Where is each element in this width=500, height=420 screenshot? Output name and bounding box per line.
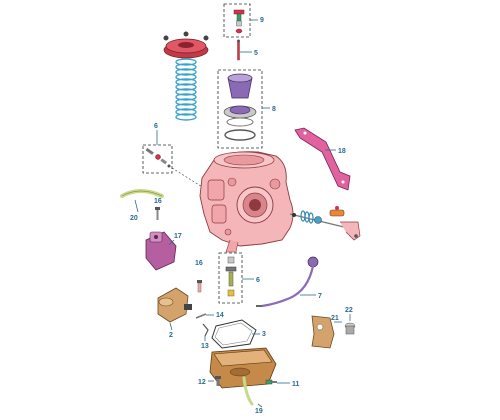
part-14-screw bbox=[195, 313, 207, 319]
leader-2 bbox=[169, 322, 173, 331]
callout-11: 11 bbox=[292, 381, 300, 388]
part-11-fitting bbox=[265, 379, 277, 385]
top-cap bbox=[163, 31, 209, 59]
part-9-box bbox=[223, 3, 251, 38]
part-8-box bbox=[217, 69, 263, 149]
callout-2: 2 bbox=[169, 332, 173, 339]
callout-9: 9 bbox=[260, 17, 264, 24]
part-13-clip bbox=[202, 323, 209, 337]
part-6a-leader-dash bbox=[171, 167, 205, 189]
callout-5a: 5 bbox=[254, 50, 258, 57]
callout-18: 18 bbox=[338, 148, 346, 155]
part-16a-screw bbox=[155, 207, 160, 220]
part-2-valve bbox=[157, 287, 192, 323]
part-5a-needle bbox=[237, 39, 240, 61]
part-20-tube-outline bbox=[121, 190, 163, 197]
float-bowl bbox=[209, 347, 277, 389]
callout-12: 12 bbox=[198, 379, 206, 386]
part-16b-bolt bbox=[197, 280, 202, 293]
callout-20: 20 bbox=[130, 215, 138, 222]
part-6a-box bbox=[142, 144, 173, 174]
callout-3: 3 bbox=[262, 331, 266, 338]
callout-13: 13 bbox=[201, 343, 209, 350]
callout-6a: 6 bbox=[154, 123, 158, 130]
part-6b-jet-assembly bbox=[225, 256, 237, 297]
part-17-sensor bbox=[145, 231, 177, 271]
leader-19 bbox=[257, 403, 263, 408]
carburetor-body bbox=[199, 151, 294, 253]
part-22-fitting bbox=[344, 322, 356, 335]
callout-21: 21 bbox=[331, 315, 339, 322]
part-19-hose bbox=[242, 376, 254, 406]
callout-17: 17 bbox=[174, 233, 182, 240]
part-12-drain-screw bbox=[215, 376, 221, 386]
part-3-gasket bbox=[211, 319, 257, 349]
callout-22: 22 bbox=[345, 307, 353, 314]
leader-lines bbox=[134, 19, 351, 408]
part-6b-box bbox=[218, 252, 243, 304]
leader-17 bbox=[168, 239, 175, 246]
part-21-bracket bbox=[311, 315, 335, 349]
callout-8: 8 bbox=[272, 106, 276, 113]
callout-16b: 16 bbox=[195, 260, 203, 267]
throttle-linkage bbox=[289, 206, 361, 241]
leader-20 bbox=[134, 199, 139, 213]
callout-6b: 6 bbox=[256, 277, 260, 284]
part-6a-screw-set bbox=[145, 147, 171, 168]
part-7-cable bbox=[256, 256, 319, 308]
part-9-adjuster bbox=[233, 9, 245, 34]
part-18-bracket bbox=[294, 127, 351, 191]
slide-spring bbox=[175, 58, 197, 121]
callout-14: 14 bbox=[216, 312, 224, 319]
part-8-slide bbox=[223, 73, 257, 141]
callout-16a: 16 bbox=[154, 198, 162, 205]
callout-7: 7 bbox=[318, 293, 322, 300]
callout-19: 19 bbox=[255, 408, 263, 415]
